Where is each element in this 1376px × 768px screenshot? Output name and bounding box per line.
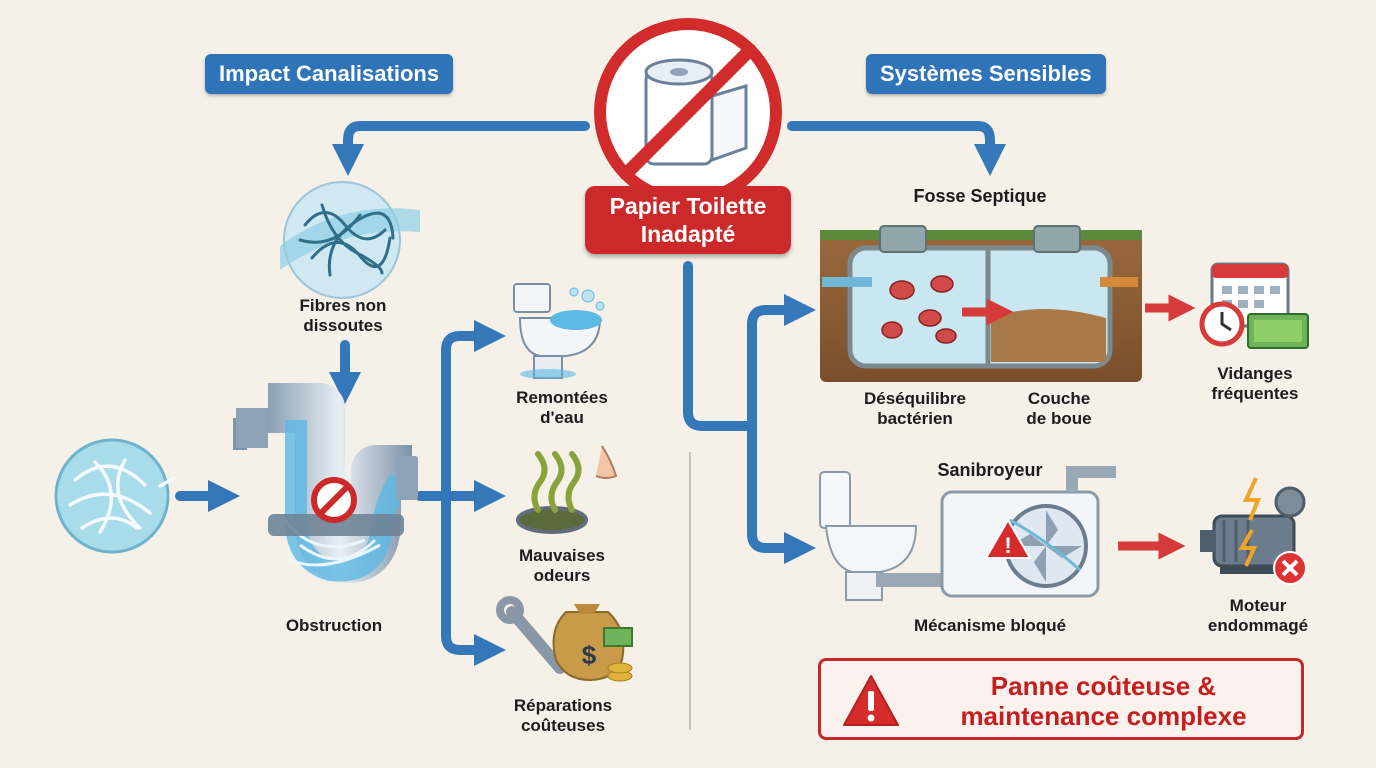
- wrench-money-bag-icon: $: [496, 596, 633, 682]
- sanibroyeur-title: Sanibroyeur: [937, 460, 1043, 480]
- no-toilet-paper-icon: [594, 18, 782, 206]
- warning-text: Panne coûteuse & maintenance complexe: [960, 671, 1247, 731]
- septic-result-label: Vidanges fréquentes: [1211, 364, 1299, 404]
- connector-branch-1: [441, 319, 507, 501]
- fibers-label: Fibres non dissoutes: [299, 296, 387, 336]
- septic-title: Fosse Septique: [913, 186, 1047, 206]
- calendar-clock-money-icon: [1199, 262, 1309, 349]
- consequence-label-water: Remontées d'eau: [516, 388, 608, 428]
- center-badge-line2: Inadapté: [640, 221, 736, 247]
- center-badge: Papier Toilette Inadapté: [585, 186, 791, 254]
- overflowing-toilet-icon: [513, 283, 605, 379]
- section-title-pipes: Impact Canalisations: [205, 54, 454, 94]
- septic-tank-icon: [820, 225, 1142, 382]
- bad-smell-drain-icon: [516, 445, 618, 534]
- sanibroyeur-icon: !: [819, 466, 1116, 601]
- center-badge-line1: Papier Toilette: [609, 193, 767, 219]
- clogged-pipe-icon: [233, 383, 418, 583]
- section-title-sensitive-systems: Systèmes Sensibles: [866, 54, 1106, 94]
- obstruction-label: Obstruction: [285, 616, 383, 635]
- warning-triangle-icon: [843, 675, 899, 726]
- consequence-label-odors: Mauvaises odeurs: [519, 546, 605, 586]
- sanibroyeur-result-label: Moteur endommagé: [1207, 596, 1309, 636]
- connector-to-right: [787, 121, 1007, 177]
- tangled-fibers-icon: [280, 181, 420, 299]
- svg-text:!: !: [1004, 533, 1011, 558]
- svg-text:$: $: [582, 640, 597, 670]
- septic-label-sludge: Couche de boue: [1026, 389, 1092, 429]
- connector-to-left: [331, 121, 590, 177]
- connector-to-septic: [747, 293, 817, 431]
- connector-center-down: [683, 261, 757, 431]
- warning-box: Panne coûteuse & maintenance complexe: [818, 658, 1304, 740]
- damaged-motor-icon: [1200, 477, 1307, 585]
- connector-branch-3: [441, 491, 507, 667]
- fiber-ball-icon: [54, 438, 176, 554]
- connector-to-sanibroyeur: [747, 421, 817, 565]
- consequence-label-repairs: Réparations coûteuses: [513, 696, 613, 736]
- sanibroyeur-label: Mécanisme bloqué: [913, 616, 1067, 635]
- septic-label-bacteria: Déséquilibre bactérien: [863, 389, 967, 429]
